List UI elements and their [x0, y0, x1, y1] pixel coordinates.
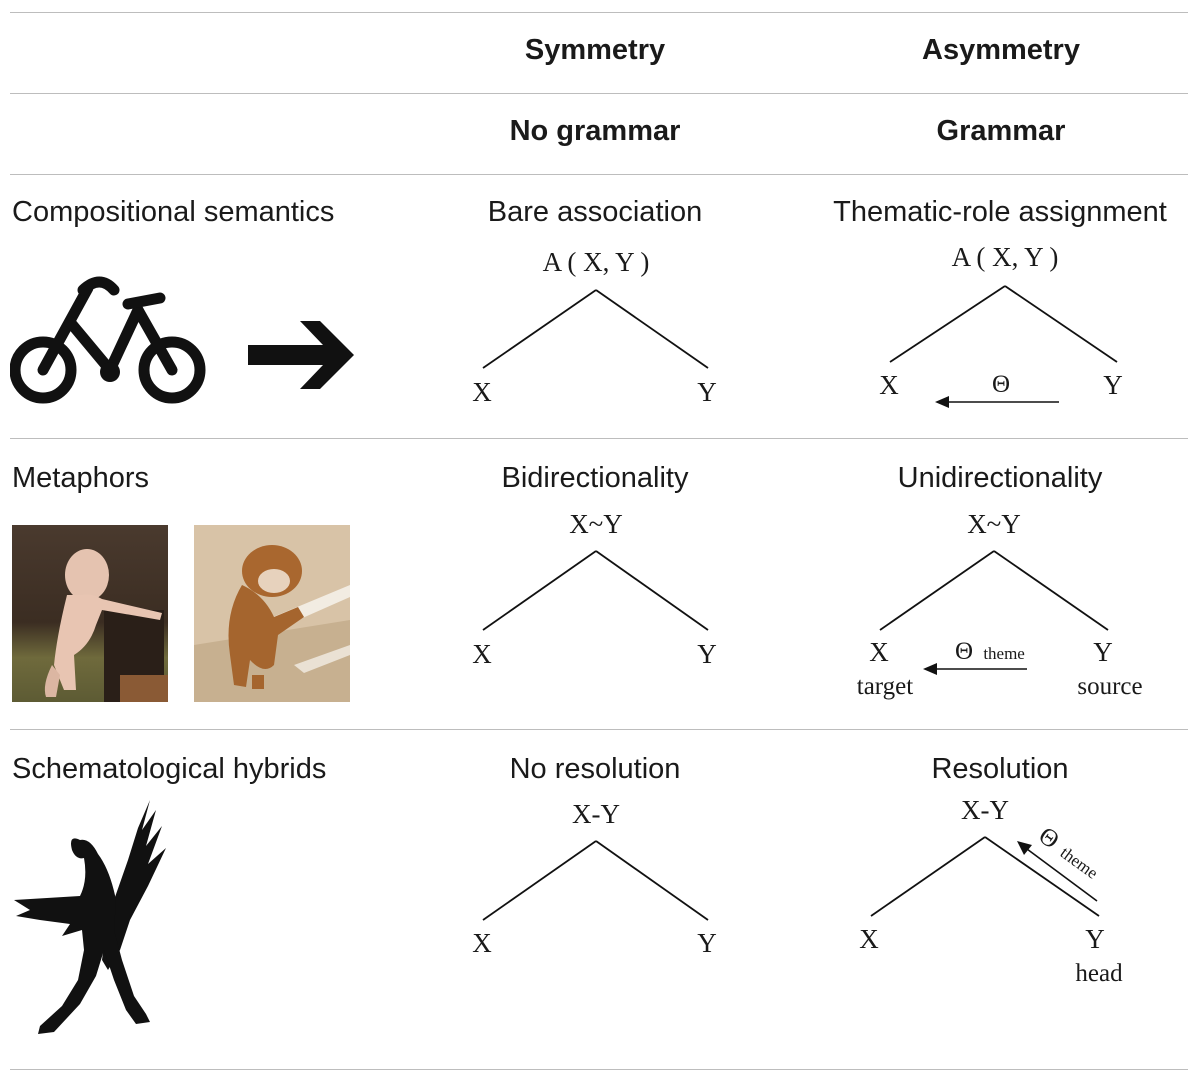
tree-leaf-y: Y — [697, 377, 717, 407]
tree-no-resolution: X-Y X Y — [472, 799, 717, 958]
tree-leaf-y: Y — [697, 928, 717, 958]
tree-leaf-y: Y — [697, 639, 717, 669]
right-arrow-icon — [248, 321, 354, 389]
tree-leaf-y: Y — [1093, 637, 1113, 667]
rule-header-1 — [10, 93, 1188, 94]
tree-leaf-x: X — [472, 928, 492, 958]
tree-leaf-y: Y — [1103, 370, 1123, 400]
rule-row-1 — [10, 438, 1188, 439]
head-label: head — [1075, 960, 1123, 987]
title-resolution: Resolution — [931, 753, 1069, 785]
theta-label: Θ — [992, 371, 1010, 398]
title-unidirectionality: Unidirectionality — [897, 462, 1103, 494]
theta-symbol: Θ — [955, 638, 973, 665]
tree-unidirectionality: X~Y X Y Θ theme target source — [857, 509, 1143, 700]
tree-leaf-x: X — [472, 377, 492, 407]
title-no-resolution: No resolution — [509, 753, 681, 785]
tree-root: X~Y — [569, 509, 623, 539]
tree-root: A ( X, Y ) — [543, 247, 650, 277]
header-asymmetry: Asymmetry — [922, 34, 1080, 66]
tree-root: X-Y — [961, 795, 1009, 825]
tree-root: A ( X, Y ) — [952, 242, 1059, 272]
header-grammar: Grammar — [936, 115, 1066, 147]
rule-bottom — [10, 1069, 1188, 1070]
bicycle-icon — [10, 276, 206, 404]
tree-leaf-x: X — [879, 370, 899, 400]
tree-bidirectionality: X~Y X Y — [472, 509, 717, 669]
tree-leaf-x: X — [859, 924, 879, 954]
source-label: source — [1077, 673, 1142, 700]
theta-symbol: Θ — [1033, 822, 1063, 854]
target-label: target — [857, 673, 914, 700]
theta-label: Θ theme — [1033, 822, 1105, 884]
row-label-schematological-hybrids: Schematological hybrids — [12, 753, 327, 785]
row-label-compositional-semantics: Compositional semantics — [12, 196, 335, 228]
tree-root: X~Y — [967, 509, 1021, 539]
header-symmetry: Symmetry — [524, 34, 666, 66]
header-no-grammar: No grammar — [509, 115, 681, 147]
rule-top — [10, 12, 1188, 13]
rule-header-2 — [10, 174, 1188, 175]
rule-row-2 — [10, 729, 1188, 730]
winged-hybrid-silhouette — [14, 800, 166, 1034]
theta-subscript: theme — [983, 644, 1025, 663]
tree-leaf-x: X — [869, 637, 889, 667]
title-bare-association: Bare association — [487, 196, 703, 228]
tree-bare-association: A ( X, Y ) X Y — [472, 247, 717, 407]
tree-resolution: X-Y X Y Θ theme head — [859, 795, 1123, 987]
tree-leaf-y: Y — [1085, 924, 1105, 954]
tree-leaf-x: X — [472, 639, 492, 669]
bulldog-photo — [194, 525, 350, 702]
tree-thematic-role: A ( X, Y ) X Y Θ — [879, 242, 1123, 408]
tree-root: X-Y — [572, 799, 620, 829]
title-thematic-role-assignment: Thematic-role assignment — [833, 196, 1167, 228]
row-label-metaphors: Metaphors — [12, 462, 150, 494]
title-bidirectionality: Bidirectionality — [501, 462, 689, 494]
theta-label: Θ theme — [955, 638, 1025, 665]
baby-photo — [12, 525, 168, 702]
